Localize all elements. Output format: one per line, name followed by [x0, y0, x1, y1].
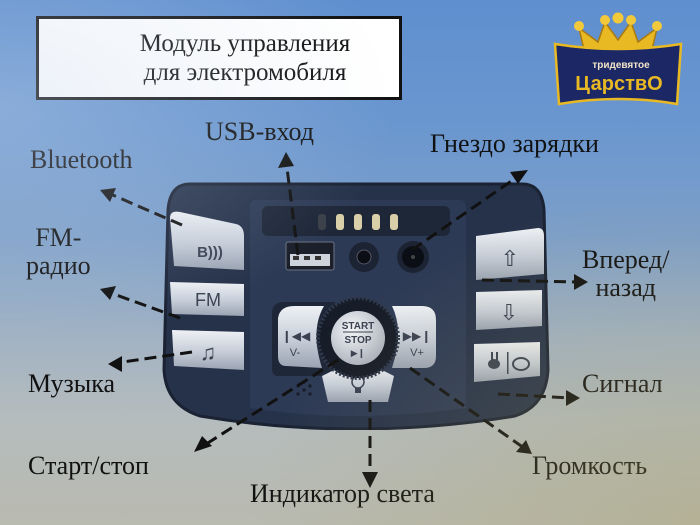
next-icon: ▶▶❙ — [403, 329, 432, 343]
label-light: Индикатор света — [250, 479, 435, 508]
title-line-1: Модуль управления — [139, 30, 351, 57]
prev-icon: ❙◀◀ — [282, 329, 311, 343]
prev-volume-down-button[interactable]: ❙◀◀ V- — [278, 306, 324, 368]
logo-top-text: тридевятое — [592, 60, 650, 71]
aux-jack[interactable] — [349, 242, 379, 272]
control-module: B))) FM ♫ ⇧ ⇩ ❙◀◀ V- ▶▶❙ V+ — [162, 182, 550, 430]
fm-icon: FM — [195, 290, 221, 310]
label-start-stop: Старт/стоп — [28, 451, 149, 480]
horn-speed-button[interactable] — [474, 342, 540, 382]
crown-icon — [574, 12, 662, 55]
label-usb: USB-вход — [205, 117, 315, 146]
label-music: Музыка — [28, 369, 115, 398]
label-fm-line1: FM- — [35, 223, 82, 252]
next-volume-up-button[interactable]: ▶▶❙ V+ — [392, 306, 436, 368]
arrow-down-icon: ⇩ — [500, 300, 518, 325]
play-pause-icon: ▶❙ — [351, 348, 365, 359]
brand-logo: тридевятое ЦарствО — [553, 12, 683, 106]
usb-port[interactable] — [285, 241, 335, 271]
volume-down-label: V- — [290, 347, 301, 359]
reverse-button[interactable]: ⇩ — [476, 290, 542, 330]
label-fm: FM- радио — [26, 224, 91, 280]
music-button[interactable]: ♫ — [172, 330, 244, 370]
arrow-up-icon: ⇧ — [501, 246, 519, 271]
start-label: START — [342, 321, 375, 332]
label-forward-line2: назад — [595, 273, 656, 302]
led-indicators — [318, 214, 398, 230]
label-volume: Громкость — [532, 451, 648, 480]
bluetooth-icon: B))) — [197, 244, 223, 261]
start-stop-button[interactable]: START STOP ▶❙ — [316, 296, 400, 380]
forward-button[interactable]: ⇧ — [476, 228, 544, 280]
title-line-2: для электромобиля — [143, 59, 347, 86]
stop-label: STOP — [344, 335, 371, 346]
volume-up-label: V+ — [410, 347, 424, 359]
label-fm-line2: радио — [26, 251, 91, 280]
music-note-icon: ♫ — [200, 340, 217, 365]
label-forward-reverse: Вперед/ назад — [582, 246, 669, 302]
logo-main-text: ЦарствО — [575, 73, 662, 95]
label-forward-line1: Вперед/ — [582, 245, 670, 274]
fm-button[interactable]: FM — [170, 282, 244, 316]
label-horn: Сигнал — [582, 369, 663, 398]
bluetooth-button[interactable]: B))) — [170, 211, 244, 270]
title-box: Модуль управления для электромобиля — [36, 16, 402, 100]
charging-socket[interactable] — [397, 241, 429, 273]
label-charging: Гнездо зарядки — [430, 129, 599, 158]
label-bluetooth: Bluetooth — [30, 145, 133, 174]
